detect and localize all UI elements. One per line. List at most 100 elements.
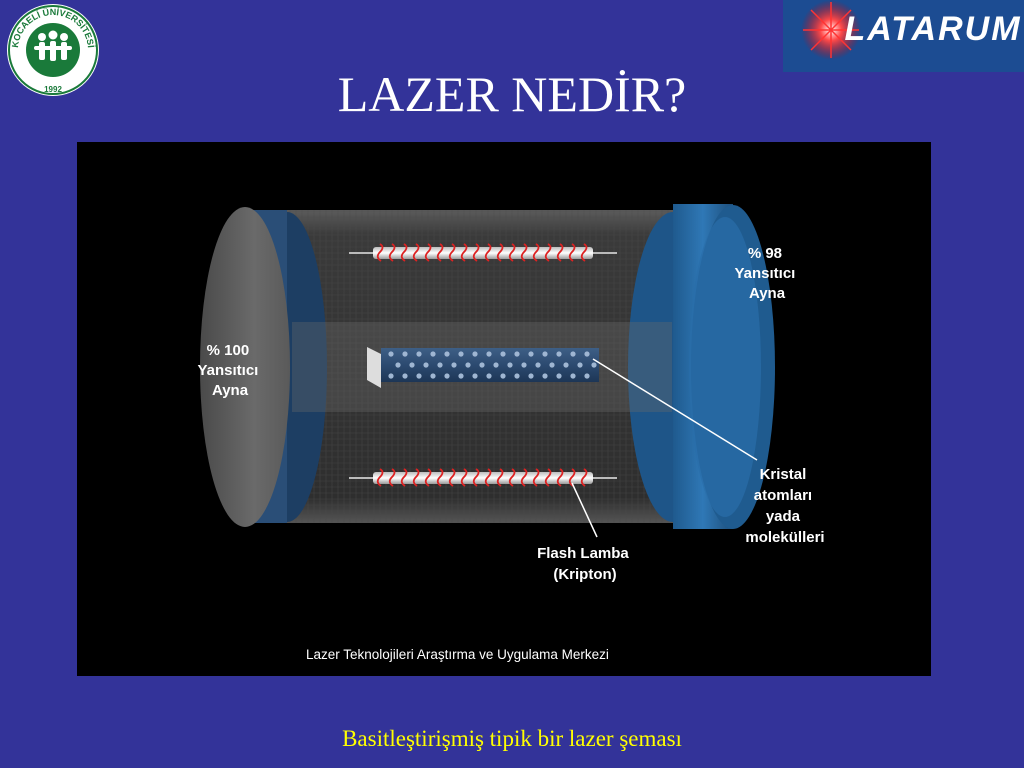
svg-text:1992: 1992 — [44, 85, 62, 94]
coil-loop — [436, 468, 444, 487]
coil-loop — [520, 243, 528, 262]
crystal-leader-line — [592, 358, 758, 461]
coil-loop — [568, 468, 576, 487]
atom — [584, 373, 590, 379]
atom — [416, 373, 422, 379]
atom — [535, 362, 541, 368]
coil-loop — [496, 243, 504, 262]
coil-loop — [544, 468, 552, 487]
lamp-leader-line — [571, 482, 598, 538]
atom — [591, 362, 597, 368]
coil-loop — [436, 243, 444, 262]
crystal-label: Kristal atomları yada molekülleri — [745, 466, 824, 546]
coil-loop — [388, 243, 396, 262]
atom — [486, 373, 492, 379]
coil-loop — [544, 243, 552, 262]
coil-loop — [388, 468, 396, 487]
coil-loop — [568, 243, 576, 262]
atom — [486, 351, 492, 357]
atom — [549, 362, 555, 368]
atom — [444, 351, 450, 357]
atom — [465, 362, 471, 368]
coil-loop — [400, 468, 408, 487]
coil-loop — [580, 243, 588, 262]
coil-loop — [412, 468, 420, 487]
coil-loop — [460, 468, 468, 487]
partial-reflector-mirror — [628, 204, 775, 529]
atom — [577, 362, 583, 368]
atom — [416, 351, 422, 357]
atom — [437, 362, 443, 368]
flash-lamp-bottom — [349, 468, 617, 487]
coil-loop — [520, 468, 528, 487]
atom — [444, 373, 450, 379]
atom — [493, 362, 499, 368]
atom — [514, 351, 520, 357]
atom — [388, 351, 394, 357]
coil-loop — [484, 243, 492, 262]
atom — [500, 373, 506, 379]
atom — [542, 351, 548, 357]
svg-text:LATARUM: LATARUM — [844, 10, 1021, 48]
atom — [556, 373, 562, 379]
coil-loop — [448, 468, 456, 487]
coil-loop — [412, 243, 420, 262]
atom — [472, 351, 478, 357]
flash-lamp-label: Flash Lamba (Kripton) — [537, 545, 633, 583]
coil-loop — [400, 243, 408, 262]
crystal-rod — [367, 347, 599, 388]
coil-loop — [580, 468, 588, 487]
university-seal-logo: KOCAELİ ÜNİVERSİTESİ 1992 — [7, 4, 99, 96]
coil-loop — [556, 468, 564, 487]
atom — [423, 362, 429, 368]
coil-loop — [532, 468, 540, 487]
coil-loop — [508, 243, 516, 262]
atom — [507, 362, 513, 368]
coil-loop — [424, 468, 432, 487]
left-mirror-label: % 100 Yansıtıcı Ayna — [197, 342, 262, 399]
atom — [458, 351, 464, 357]
atom — [472, 373, 478, 379]
atom — [570, 351, 576, 357]
atom — [402, 373, 408, 379]
coil-loop — [448, 243, 456, 262]
atom — [528, 351, 534, 357]
crystal-atoms — [388, 351, 597, 379]
atom — [402, 351, 408, 357]
atom — [479, 362, 485, 368]
coil-loop — [496, 468, 504, 487]
atom — [388, 373, 394, 379]
full-reflector-mirror — [200, 207, 327, 527]
credit-text: Lazer Teknolojileri Araştırma ve Uygulam… — [306, 647, 609, 662]
atom — [514, 373, 520, 379]
coil-loop — [424, 243, 432, 262]
atom — [556, 351, 562, 357]
atom — [458, 373, 464, 379]
right-mirror-label: % 98 Yansıtıcı Ayna — [734, 245, 799, 302]
coil-loop — [508, 468, 516, 487]
atom — [409, 362, 415, 368]
coil-loop — [532, 243, 540, 262]
coil-loop — [376, 243, 384, 262]
laser-schematic: % 100 Yansıtıcı Ayna % 98 Yansıtıcı Ayna… — [77, 142, 931, 676]
atom — [528, 373, 534, 379]
atom — [500, 351, 506, 357]
flash-lamp-top — [349, 243, 617, 262]
coil-loop — [484, 468, 492, 487]
atom — [521, 362, 527, 368]
coil-loop — [556, 243, 564, 262]
slide-title: LAZER NEDİR? — [337, 66, 687, 122]
coil-loop — [376, 468, 384, 487]
slide-caption: Basitleştirişmiş tipik bir lazer şeması — [342, 726, 682, 751]
atom — [430, 351, 436, 357]
atom — [584, 351, 590, 357]
atom — [570, 373, 576, 379]
coil-loop — [472, 243, 480, 262]
atom — [563, 362, 569, 368]
atom — [542, 373, 548, 379]
coil-loop — [460, 243, 468, 262]
coil-loop — [472, 468, 480, 487]
atom — [395, 362, 401, 368]
atom — [451, 362, 457, 368]
atom — [430, 373, 436, 379]
